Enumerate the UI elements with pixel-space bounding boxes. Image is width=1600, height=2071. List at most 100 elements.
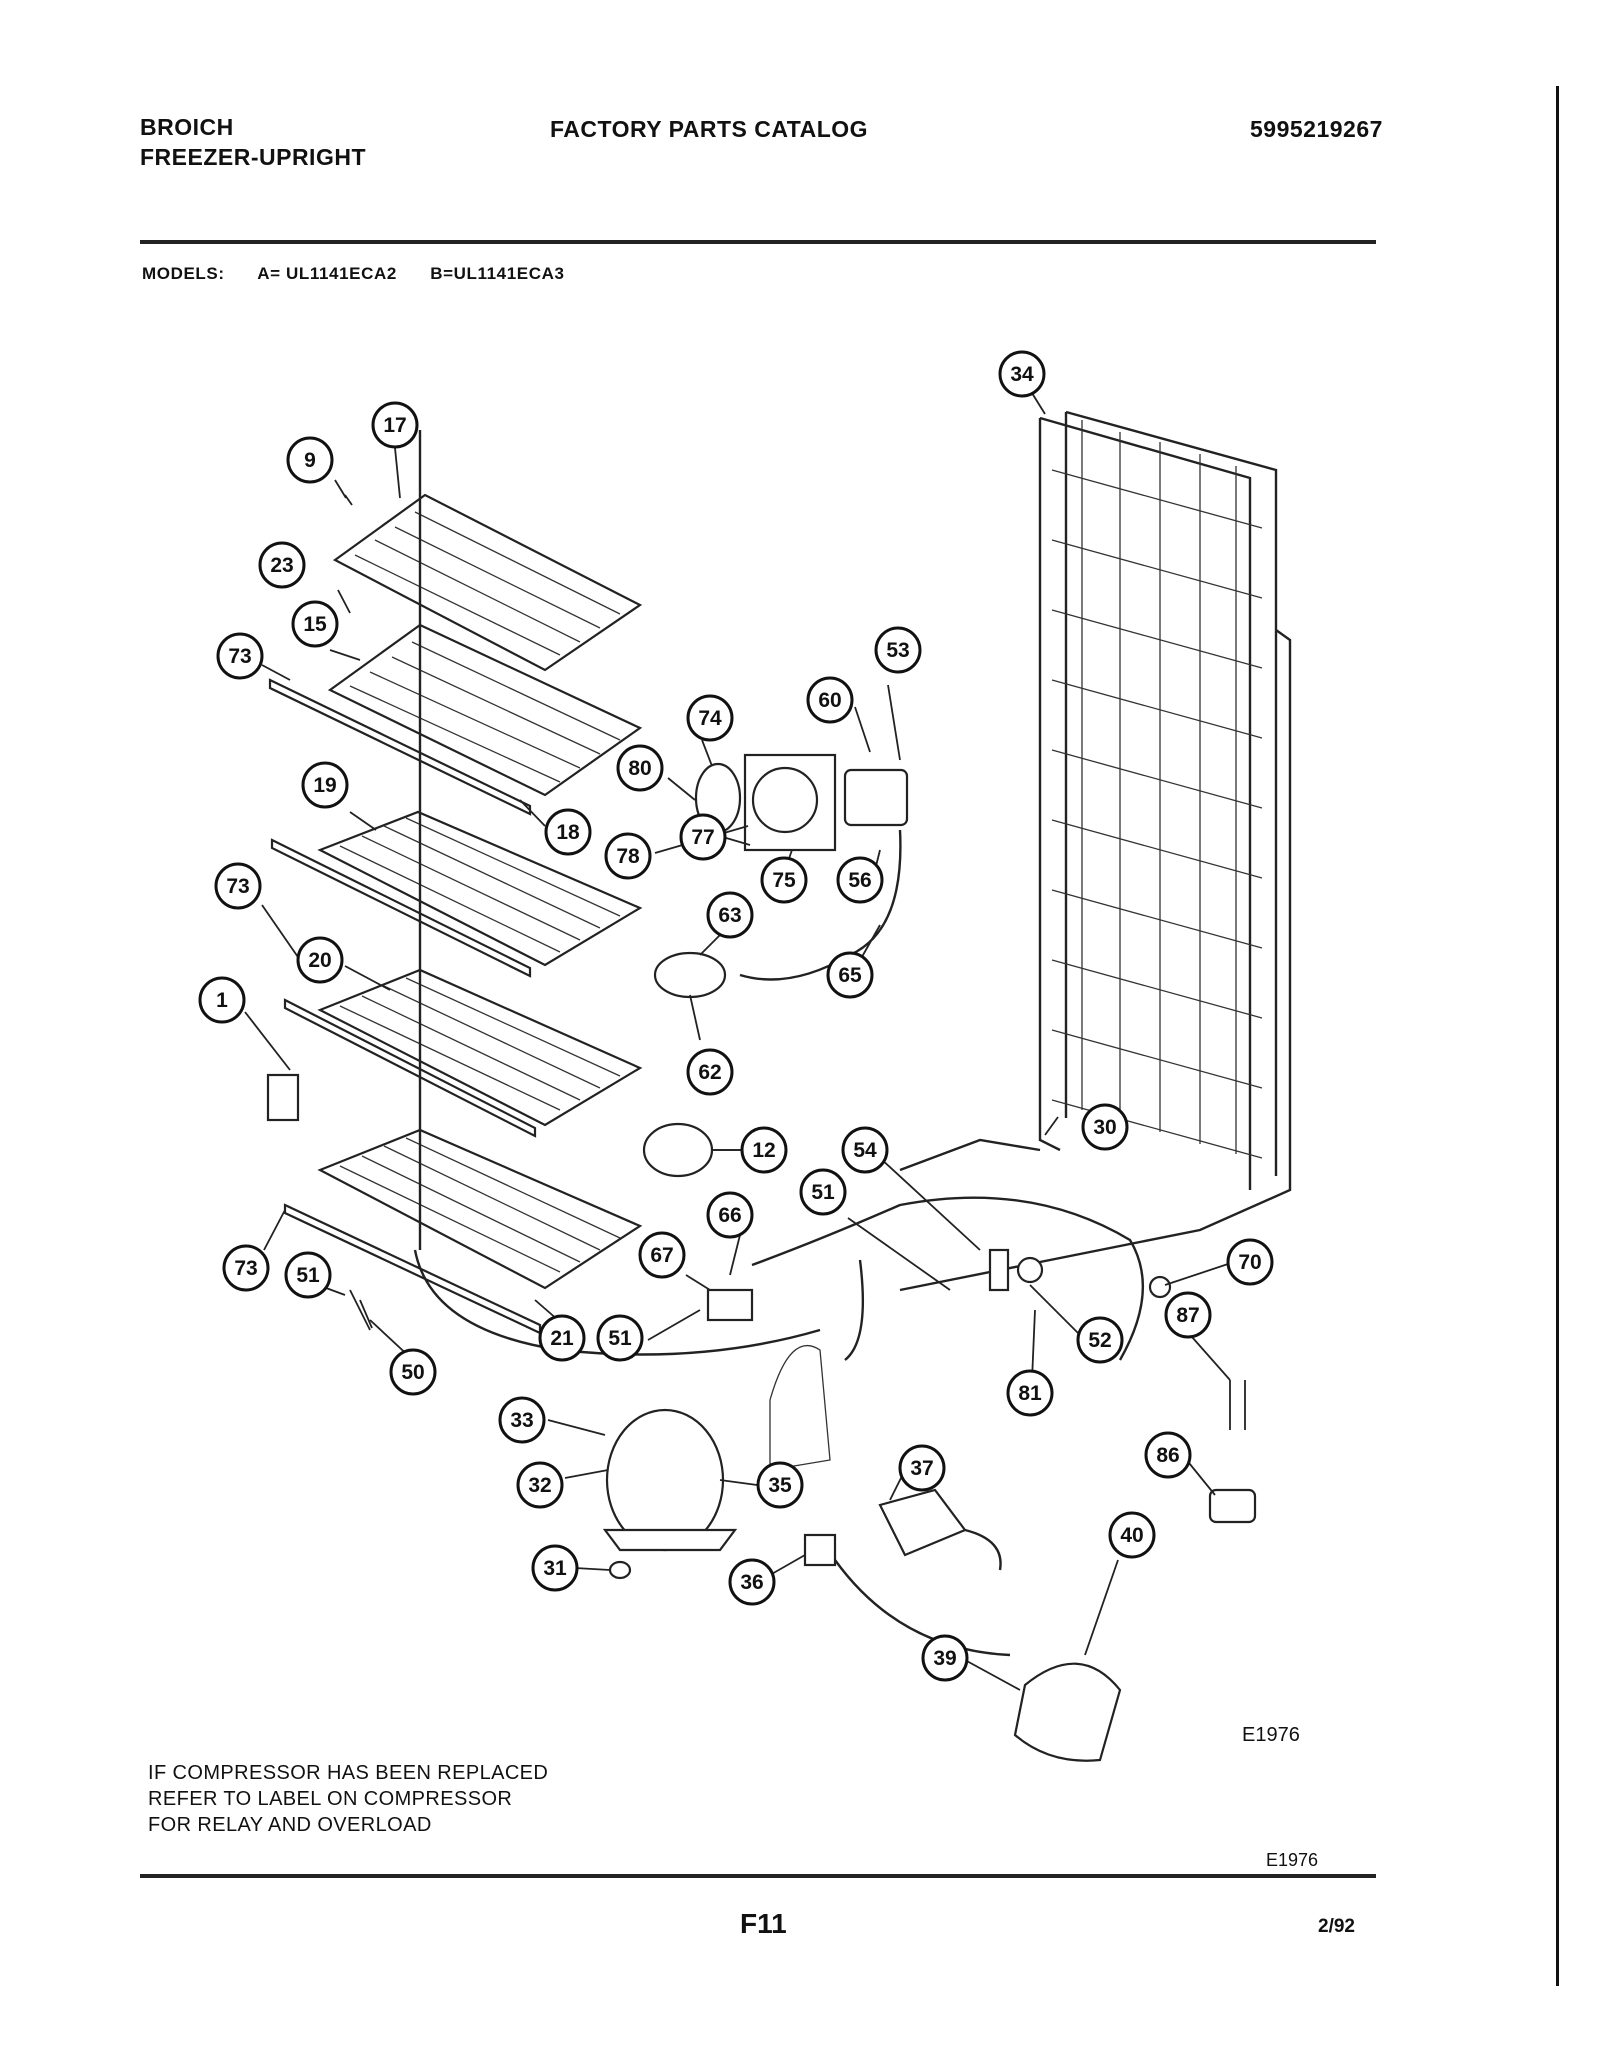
callout-label: 33 (510, 1409, 533, 1432)
callout-77: 77 (679, 813, 727, 861)
callout-circle (516, 1461, 564, 1509)
callout-39: 39 (921, 1634, 969, 1682)
callout-circle (296, 936, 344, 984)
callout-label: 23 (270, 554, 293, 577)
compressor-note: IF COMPRESSOR HAS BEEN REPLACED REFER TO… (148, 1760, 548, 1838)
callout-65: 65 (826, 951, 874, 999)
shelf-stack (268, 430, 821, 1356)
callout-33: 33 (498, 1396, 546, 1444)
callout-1: 1 (198, 976, 246, 1024)
callout-circle (826, 951, 874, 999)
callout-label: 78 (616, 845, 640, 868)
callout-87: 87 (1164, 1291, 1212, 1339)
callout-label: 75 (772, 869, 796, 892)
callout-label: 36 (740, 1571, 763, 1594)
shelf-bottom (283, 1128, 643, 1335)
callout-label: 39 (933, 1647, 956, 1670)
callout-73: 73 (216, 632, 264, 680)
callout-circle (284, 1251, 332, 1299)
callout-80: 80 (616, 744, 664, 792)
callout-37: 37 (898, 1444, 946, 1492)
callout-circle (286, 436, 334, 484)
revision-date: 2/92 (1318, 1916, 1355, 1937)
callout-label: 74 (698, 707, 722, 730)
callout-circle (806, 676, 854, 724)
callout-label: 73 (234, 1257, 257, 1280)
model-a: A= UL1141ECA2 (257, 264, 397, 283)
callout-circle (538, 1314, 586, 1362)
callout-circle (874, 626, 922, 674)
callout-circle (679, 813, 727, 861)
note-line-1: IF COMPRESSOR HAS BEEN REPLACED (148, 1762, 549, 1784)
callout-circle (686, 1048, 734, 1096)
catalog-title: FACTORY PARTS CATALOG (550, 116, 869, 142)
callout-label: 32 (528, 1474, 551, 1497)
brand-name: BROICH (140, 114, 234, 140)
shelf-top (332, 493, 643, 672)
callout-label: 73 (228, 645, 251, 668)
callout-circle (596, 1314, 644, 1362)
callout-circle (616, 744, 664, 792)
callout-31: 31 (531, 1544, 579, 1592)
page-id: F11 (740, 1908, 787, 1939)
callout-51: 51 (284, 1251, 332, 1299)
callout-circle (686, 694, 734, 742)
callout-circle (291, 600, 339, 648)
shelf-2 (268, 623, 643, 816)
document-number: 5995219267 (1250, 116, 1383, 142)
callout-circle (198, 976, 246, 1024)
callout-label: 51 (608, 1327, 632, 1350)
callout-63: 63 (706, 891, 754, 939)
callout-15: 15 (291, 600, 339, 648)
callout-circle (921, 1634, 969, 1682)
callout-label: 70 (1238, 1251, 1261, 1274)
callout-54: 54 (841, 1126, 889, 1174)
product-type: FREEZER-UPRIGHT (140, 144, 366, 170)
compressor (602, 1344, 831, 1580)
callout-label: 77 (691, 826, 714, 849)
callout-circle (301, 761, 349, 809)
callout-21: 21 (538, 1314, 586, 1362)
callout-circle (1076, 1316, 1124, 1364)
callout-17: 17 (371, 401, 419, 449)
callout-circle (841, 1126, 889, 1174)
callout-circle (531, 1544, 579, 1592)
callout-label: 37 (910, 1457, 933, 1480)
callout-label: 17 (383, 414, 406, 437)
callout-32: 32 (516, 1461, 564, 1509)
callout-74: 74 (686, 694, 734, 742)
callout-18: 18 (544, 808, 592, 856)
callout-19: 19 (301, 761, 349, 809)
callout-label: 12 (752, 1139, 775, 1162)
callout-20: 20 (296, 936, 344, 984)
callout-12: 12 (740, 1126, 788, 1174)
callout-label: 56 (848, 869, 871, 892)
callout-34: 34 (998, 350, 1046, 398)
footer-divider (140, 1874, 1376, 1878)
callout-73: 73 (214, 862, 262, 910)
models-label: MODELS: (142, 264, 225, 283)
callout-78: 78 (604, 832, 652, 880)
callout-label: 35 (768, 1474, 792, 1497)
callout-52: 52 (1076, 1316, 1124, 1364)
callout-86: 86 (1144, 1431, 1192, 1479)
callout-circle (740, 1126, 788, 1174)
callout-circle (706, 891, 754, 939)
thermostat-and-wiring (642, 1122, 1145, 1361)
callout-label: 66 (718, 1204, 741, 1227)
callout-label: 86 (1156, 1444, 1179, 1467)
callout-67: 67 (638, 1231, 686, 1279)
callout-circle (498, 1396, 546, 1444)
callout-label: 1 (216, 989, 228, 1012)
callout-56: 56 (836, 856, 884, 904)
callout-circle (214, 862, 262, 910)
callout-circle (604, 832, 652, 880)
callout-circle (371, 401, 419, 449)
callout-66: 66 (706, 1191, 754, 1239)
callout-circle (1006, 1369, 1054, 1417)
callout-75: 75 (760, 856, 808, 904)
callout-circle (756, 1461, 804, 1509)
callout-circle (389, 1348, 437, 1396)
